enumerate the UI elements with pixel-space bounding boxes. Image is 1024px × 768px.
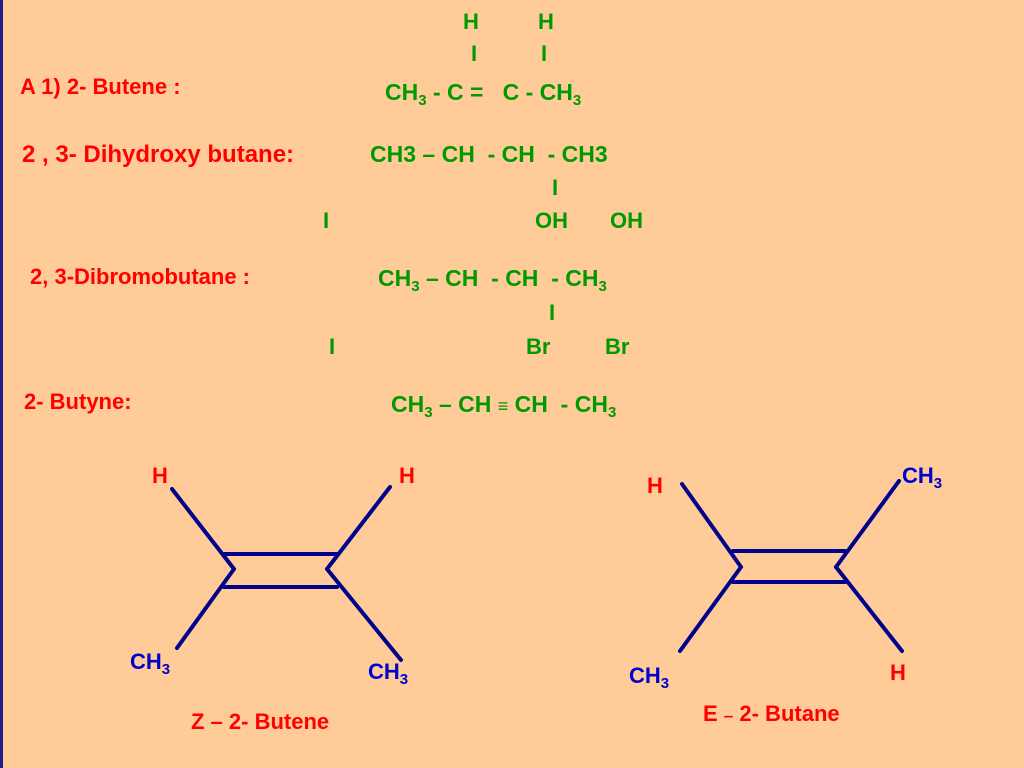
e-bond-lower-left [678,565,743,653]
butene-bond-left: I [471,41,478,66]
e-ch3-left: CH3 [629,663,670,692]
triple-bond-symbol: ≡ [497,396,509,416]
dihydroxy-oh-2: OH [610,208,643,233]
dihydroxy-oh-1: OH [535,208,568,233]
dibromo-br-1: Br [526,334,551,359]
e-bond-upper-right [834,479,901,569]
e-h-right: H [890,660,906,685]
dibromo-br-2: Br [605,334,630,359]
e-bond-lower-right [834,565,904,653]
butyne-label: 2- Butyne: [24,389,132,414]
z-bond-lower-left [175,567,236,650]
z-bond-lower-right [325,567,403,662]
dihydroxy-bond-mid: I [552,175,559,200]
butene-label: A 1) 2- Butene : [20,74,181,99]
z-bond-upper-right [325,485,392,571]
dihydroxy-label: 2 , 3- Dihydroxy butane: [22,141,295,168]
z-ch3-right: CH3 [368,659,409,688]
butene-h-right: H [538,9,554,34]
e-h-left: H [647,473,663,498]
butene-h-left: H [463,9,479,34]
dihydroxy-bond-left: I [323,208,330,233]
z-h-left: H [152,463,168,488]
e-bond-upper-left [680,482,743,569]
butene-bond-right: I [541,41,548,66]
dibromo-label: 2, 3-Dibromobutane : [30,264,251,289]
z-h-right: H [399,463,415,488]
z-bond-upper-left [170,487,236,571]
z-isomer-caption: Z – 2- Butene [191,709,330,734]
dibromo-bond-mid: I [549,300,556,325]
dibromo-bond-left: I [329,334,336,359]
dibromo-formula: CH3 – CH - CH - CH3 [378,265,607,295]
z-ch3-left: CH3 [130,649,171,678]
dihydroxy-formula: CH3 – CH - CH - CH3 [370,141,608,167]
slide-left-border [0,0,3,768]
butene-formula: CH3 - C = C - CH3 [385,79,582,109]
butyne-formula: CH3 – CH ≡ CH - CH3 [391,391,617,421]
e-ch3-top: CH3 [902,463,943,492]
e-isomer-caption: E – 2- Butane [703,701,840,726]
